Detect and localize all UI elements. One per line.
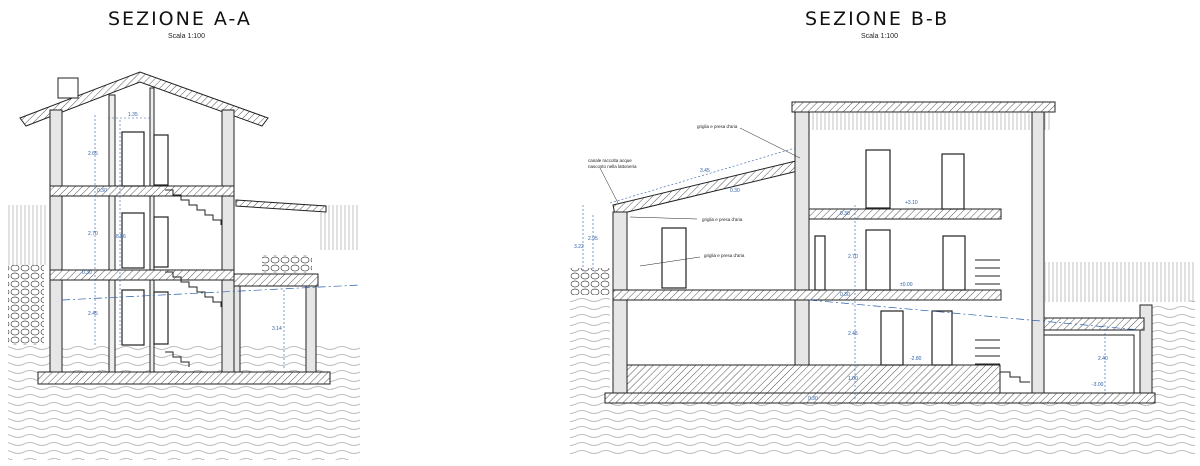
stone-wall: [8, 265, 44, 345]
section-b-scale: Scala 1:100: [861, 33, 898, 40]
foundation: [626, 364, 1001, 394]
annex-wall: [233, 285, 241, 373]
slab: [612, 289, 1002, 301]
annotation-vent: griglia e presa d'aria: [702, 217, 743, 222]
foundation: [604, 392, 1156, 404]
ground-level-line: [808, 299, 1141, 331]
dimension-label: 0.30: [97, 188, 107, 194]
level-marker: ±0.00: [900, 282, 913, 288]
background-fence: [320, 205, 360, 250]
ground-level-line: [61, 284, 361, 301]
stair: [165, 189, 222, 367]
level-marker: +3.10: [905, 200, 918, 206]
wall: [221, 109, 235, 373]
dimension-label: 8.56: [116, 234, 126, 240]
dimension-label: 0.30: [82, 270, 92, 276]
roof: [19, 71, 269, 127]
dimension-label: 0.30: [840, 211, 850, 217]
dimension-label: 0.30: [840, 292, 850, 298]
stair: [975, 259, 1030, 383]
roof-rafters: [795, 112, 1050, 130]
dimension-label: 3.22: [574, 244, 584, 250]
annex-roof: [235, 199, 327, 213]
annex-wall: [305, 285, 317, 373]
section-a-drawing: 2.65 0.30 2.70 0.30 2.45 1.35 8.56 3.14: [8, 71, 361, 460]
annotation-gutter: nascosto nella lattoneria: [588, 164, 637, 169]
slab: [1043, 317, 1145, 331]
doors: [121, 131, 169, 346]
wall: [1031, 111, 1045, 403]
dimension-label: 2.65: [88, 151, 98, 157]
annotation-vent: griglia e presa d'aria: [704, 253, 745, 258]
annotation-gutter: canale raccolta acque: [588, 158, 632, 163]
level-marker: -3.00: [1092, 382, 1104, 388]
wall: [794, 111, 810, 396]
doors: [661, 149, 966, 366]
dimension-label: 2.40: [1098, 356, 1108, 362]
garage-door: [1043, 334, 1135, 394]
slab: [808, 208, 1002, 220]
dimension-label: 1.35: [128, 112, 138, 118]
ground-fill: [570, 295, 610, 455]
dimension-label: 2.45: [848, 331, 858, 337]
level-marker: -2.80: [910, 356, 922, 362]
stone-wall: [570, 268, 610, 295]
ground-fill: [570, 295, 1195, 455]
foundation: [37, 371, 331, 385]
wall: [612, 211, 628, 396]
chimney: [57, 77, 79, 99]
dimension-label: 3.14: [272, 326, 282, 332]
dimension-label: 2.45: [88, 311, 98, 317]
section-b-title: SEZIONE B-B: [805, 8, 950, 30]
wall: [108, 94, 116, 373]
wall: [49, 109, 63, 373]
dimension-label: 2.70: [848, 254, 858, 260]
roof-slab: [791, 101, 1056, 113]
dimension-label: 0.30: [808, 396, 818, 402]
section-a-title: SEZIONE A-A: [108, 8, 252, 30]
slab: [49, 185, 235, 197]
background-fence: [1045, 262, 1195, 302]
section-a-scale: Scala 1:100: [168, 33, 205, 40]
ground-fill: [8, 345, 360, 460]
dimension-label: 3.45: [700, 168, 710, 174]
slab: [49, 269, 235, 281]
dimension-label: 2.70: [88, 231, 98, 237]
dimension-label: 2.95: [588, 236, 598, 242]
annex-slab: [233, 273, 319, 287]
section-b-drawing: 3.45 0.30 0.30 2.70 0.30 2.45 1.00 0.30 …: [570, 101, 1195, 455]
dimension-label: 0.30: [730, 188, 740, 194]
annex-stone: [262, 255, 312, 273]
annotation-vent: griglia e presa d'aria: [697, 124, 738, 129]
wall: [149, 87, 155, 373]
dimension-label: 1.00: [848, 376, 858, 382]
background-fence: [8, 205, 48, 265]
